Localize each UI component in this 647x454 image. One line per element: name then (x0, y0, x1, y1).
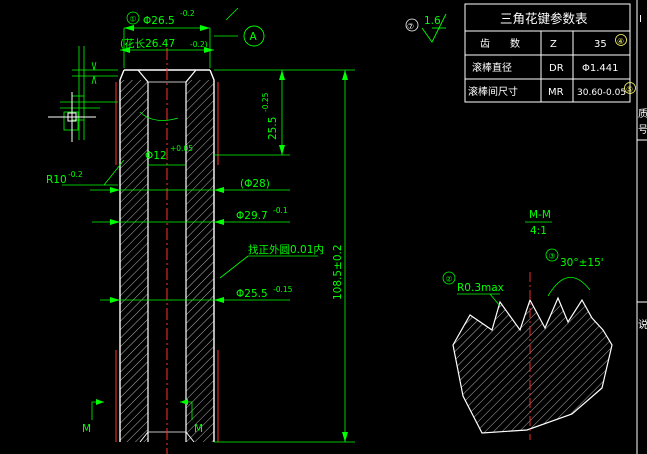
thread-detail-symbol (60, 46, 118, 140)
table-title: 三角花键参数表 (500, 11, 588, 26)
top-diameter-tol: -0.2 (180, 9, 195, 18)
spline-length-dim: (花长26.47 (120, 37, 175, 50)
table-row-1-value: 35 (594, 39, 607, 50)
dia25-tol: -0.15 (273, 285, 293, 294)
edge-label-1: I (639, 14, 642, 25)
svg-text:③: ③ (549, 252, 556, 261)
table-row-2-label: 滚棒直径 (472, 61, 512, 74)
right-wall-hatch (186, 80, 214, 442)
overall-length-dim: 108.5±0.2 (332, 244, 344, 300)
edge-label-3: 号 (638, 124, 647, 136)
svg-text:⑦: ⑦ (407, 22, 414, 31)
radius-tol: -0.2 (68, 170, 83, 179)
svg-text:A: A (250, 31, 258, 43)
svg-text:②: ② (446, 275, 453, 284)
radius-dim: R10 (46, 174, 67, 186)
dia25-dim: Φ25.5 (236, 288, 268, 300)
svg-text:⑤: ⑤ (626, 85, 633, 94)
table-row-3-symbol: MR (548, 87, 564, 98)
detail-scale: 4:1 (530, 225, 547, 237)
depth-dim: 25.5 (267, 117, 279, 140)
section-label-right: M (194, 423, 203, 435)
edge-label-2: 质 (638, 108, 647, 120)
dia29-tol: -0.1 (273, 206, 288, 215)
section-label-left: M (82, 423, 91, 435)
callout-5: ⑤ (624, 82, 636, 94)
datum-a-symbol: A (243, 25, 265, 47)
table-row-2-symbol: DR (549, 63, 564, 74)
dimension-arrowheads (96, 25, 348, 442)
spline-length-tol: -0.2) (190, 40, 208, 49)
table-row-1-symbol: Z (550, 39, 557, 50)
depth-tol: -0.25 (261, 92, 270, 112)
table-row-2-value: Φ1.441 (582, 63, 619, 74)
callout-4: ④ (615, 34, 627, 46)
callout-3: ③ (545, 248, 559, 262)
table-row-1-label: 齿 数 (480, 37, 520, 50)
spline-parameter-table: 三角花键参数表 齿 数 Z 35 滚棒直径 DR Φ1.441 滚棒间尺寸 MR… (464, 3, 636, 103)
left-wall-hatch (120, 80, 148, 442)
surface-roughness-symbol: ⑦ 1.6 (405, 13, 447, 43)
bore-tol: +0.05 (170, 144, 193, 153)
top-diameter-dim: Φ26.5 (143, 15, 175, 27)
callout-2: ② (442, 271, 456, 285)
svg-text:1.6: 1.6 (424, 15, 441, 27)
detail-radius-note: R0.3max (457, 282, 504, 294)
detail-angle-note: 30°±15' (560, 257, 604, 269)
crosshair (48, 92, 96, 142)
dia29-dim: Φ29.7 (236, 210, 268, 222)
dia28-dim: (Φ28) (240, 178, 270, 190)
drawing-border: I 质 号 说 (636, 0, 647, 454)
edge-label-4: 说 (638, 318, 647, 331)
svg-text:④: ④ (617, 37, 624, 46)
detail-title: M-M (529, 209, 551, 221)
part-section-view[interactable] (115, 48, 219, 454)
dimension-lines (62, 7, 355, 443)
svg-text:①: ① (130, 15, 137, 24)
table-row-3-label: 滚棒间尺寸 (468, 85, 518, 98)
detail-view-mm: M-M 4:1 ② R0.3max ③ 30°±15' (442, 209, 613, 440)
bore-dim: Φ12 (145, 150, 167, 162)
runout-note: 找正外圆0.01内 (248, 243, 324, 256)
table-row-3-value: 30.60-0.05 (577, 88, 626, 98)
callout-1: ① (126, 11, 140, 25)
